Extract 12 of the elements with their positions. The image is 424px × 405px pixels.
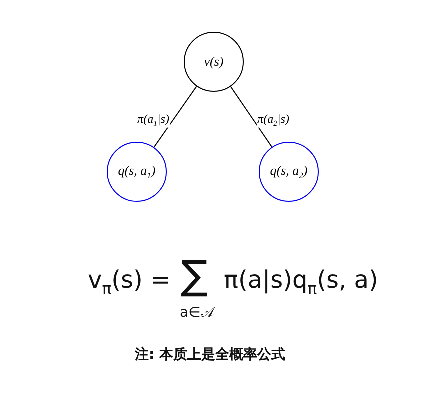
- formula-text: v$_{π}$(s) =: [88, 268, 171, 298]
- node-label: q(s, a$_{1}$): [118, 163, 156, 181]
- node-label: q(s, a$_{2}$): [270, 163, 308, 181]
- formula-text: π(a|s)q$_{π}$(s, a): [224, 268, 378, 298]
- edge-label: π(a$_{2}$|s): [256, 112, 290, 128]
- formula-text: ∑: [181, 256, 208, 296]
- connector-line: [230, 86, 273, 148]
- node-label: v(s): [204, 54, 224, 70]
- formula-text: a∈𝒜: [180, 306, 214, 320]
- note-text: 注: 本质上是全概率公式: [135, 348, 286, 362]
- edge-label: π(a$_{1}$|s): [136, 112, 170, 128]
- connector-line: [154, 86, 198, 148]
